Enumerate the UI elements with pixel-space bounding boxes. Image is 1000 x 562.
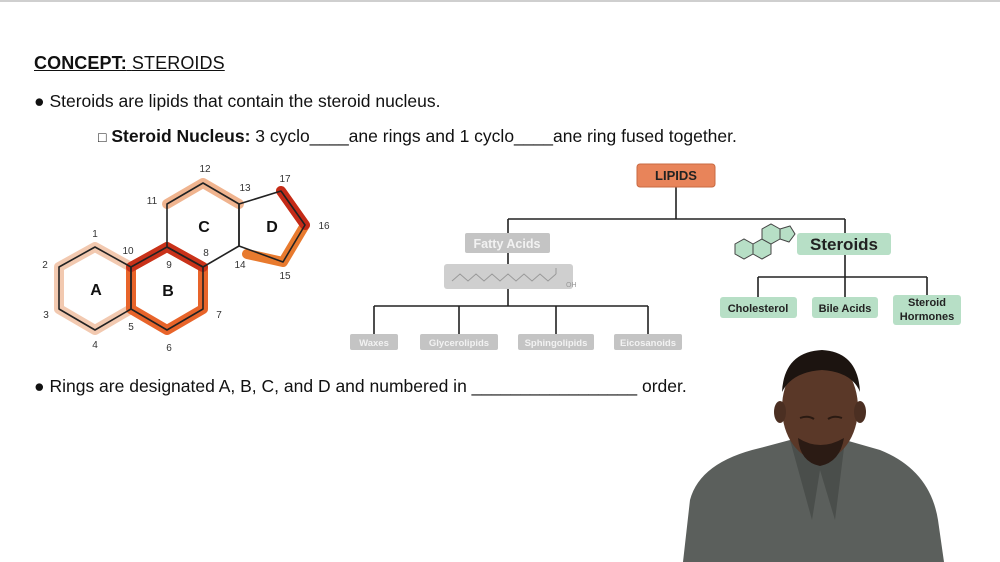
sphingolipids-node: [518, 334, 594, 350]
waxes-label: Waxes: [359, 338, 389, 349]
atom-number: 5: [128, 322, 134, 333]
atom-number: 12: [199, 164, 211, 175]
steroids-label: Steroids: [810, 235, 878, 254]
steroids-node: [797, 233, 891, 255]
atom-number: 7: [216, 310, 222, 321]
steroid-hormones-label: Steroid Hormones: [899, 297, 955, 323]
presenter-beard: [798, 438, 844, 466]
bullet-ring-numbering: ● Rings are designated A, B, C, and D an…: [34, 376, 687, 397]
atom-number: 14: [234, 260, 246, 271]
top-border: [0, 0, 1000, 2]
presenter-hair: [782, 350, 860, 392]
ring-label-b: B: [162, 283, 174, 300]
oh-label: OH: [566, 282, 577, 289]
atom-number: 6: [166, 343, 172, 354]
subpoint-text: 3 cyclo____ane rings and 1 cyclo____ane …: [255, 126, 737, 146]
cholesterol-node: [720, 297, 797, 318]
fatty-acids-node: [465, 233, 550, 253]
presenter-face: [782, 356, 858, 460]
glycerolipids-node: [420, 334, 498, 350]
atom-number: 16: [318, 221, 330, 232]
atom-number: 13: [239, 183, 251, 194]
checkbox-marker: □: [98, 129, 107, 145]
bile-acids-node: [812, 297, 878, 318]
bile-acids-label: Bile Acids: [819, 303, 872, 315]
steroid-hormones-node: [893, 295, 961, 325]
atom-number: 17: [279, 174, 291, 185]
ring-d-bonds: [238, 190, 306, 263]
atom-number: 2: [42, 260, 48, 271]
fatty-acid-molecule-box: [444, 264, 573, 289]
subpoint-steroid-nucleus: □ Steroid Nucleus: 3 cyclo____ane rings …: [98, 126, 737, 147]
atom-number: 10: [122, 246, 134, 257]
lipids-label: LIPIDS: [655, 168, 697, 183]
steroid-rings-icon: [734, 223, 796, 260]
presenter-ear: [774, 401, 786, 423]
fatty-acid-chain-icon: [451, 273, 557, 282]
ring-label-d: D: [266, 219, 278, 236]
eicosanoids-label: Eicosanoids: [620, 338, 676, 349]
atom-number: 4: [92, 340, 98, 351]
lipids-node: [636, 163, 716, 188]
bullet-text: Steroids are lipids that contain the ste…: [49, 91, 441, 111]
eicosanoids-node: [614, 334, 682, 350]
ring-label-a: A: [90, 282, 102, 299]
ring-label-c: C: [198, 219, 210, 236]
bullet-text: Rings are designated A, B, C, and D and …: [49, 376, 687, 396]
atom-number: 9: [166, 260, 172, 271]
concept-prefix: CONCEPT:: [34, 53, 127, 73]
waxes-node: [350, 334, 398, 350]
sphingolipids-label: Sphingolipids: [525, 338, 588, 349]
presenter-eyes: [799, 415, 843, 420]
bullet-steroids-definition: ● Steroids are lipids that contain the s…: [34, 91, 441, 112]
cholesterol-label: Cholesterol: [728, 303, 789, 315]
bullet-marker: ●: [34, 91, 45, 111]
atom-number: 8: [203, 248, 209, 259]
atom-number: 3: [43, 310, 49, 321]
glycerolipids-label: Glycerolipids: [429, 338, 489, 349]
atom-number: 1: [92, 229, 98, 240]
subpoint-term: Steroid Nucleus:: [111, 126, 251, 146]
fatty-acids-label: Fatty Acids: [474, 237, 541, 251]
bullet-marker: ●: [34, 376, 45, 396]
atom-number: 11: [147, 196, 158, 207]
concept-title: STEROIDS: [131, 53, 225, 73]
atom-number: 15: [279, 271, 291, 282]
presenter-ear: [854, 401, 866, 423]
concept-heading: CONCEPT: STEROIDS: [34, 53, 225, 74]
